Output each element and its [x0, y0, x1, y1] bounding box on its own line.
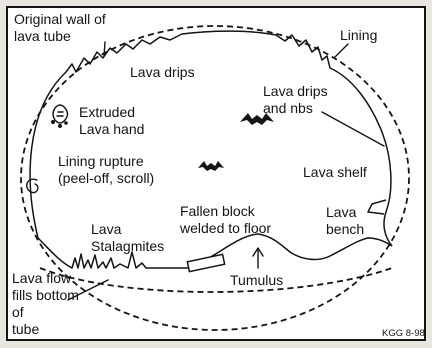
label-tumulus: Tumulus	[230, 272, 283, 288]
leader-original-wall	[104, 42, 105, 56]
label-lining-rupture: Lining rupture (peel-off, scroll)	[58, 153, 154, 186]
label-lava-shelf: Lava shelf	[303, 164, 367, 180]
credit-tag: KGG 8-98	[382, 328, 425, 339]
label-lava-bench: Lava bench	[326, 204, 364, 237]
label-extruded-hand: Extruded Lava hand	[79, 104, 144, 137]
label-fallen-block: Fallen block welded to floor	[179, 203, 271, 236]
label-lava-drips: Lava drips	[130, 64, 195, 80]
label-lining: Lining	[340, 27, 377, 43]
